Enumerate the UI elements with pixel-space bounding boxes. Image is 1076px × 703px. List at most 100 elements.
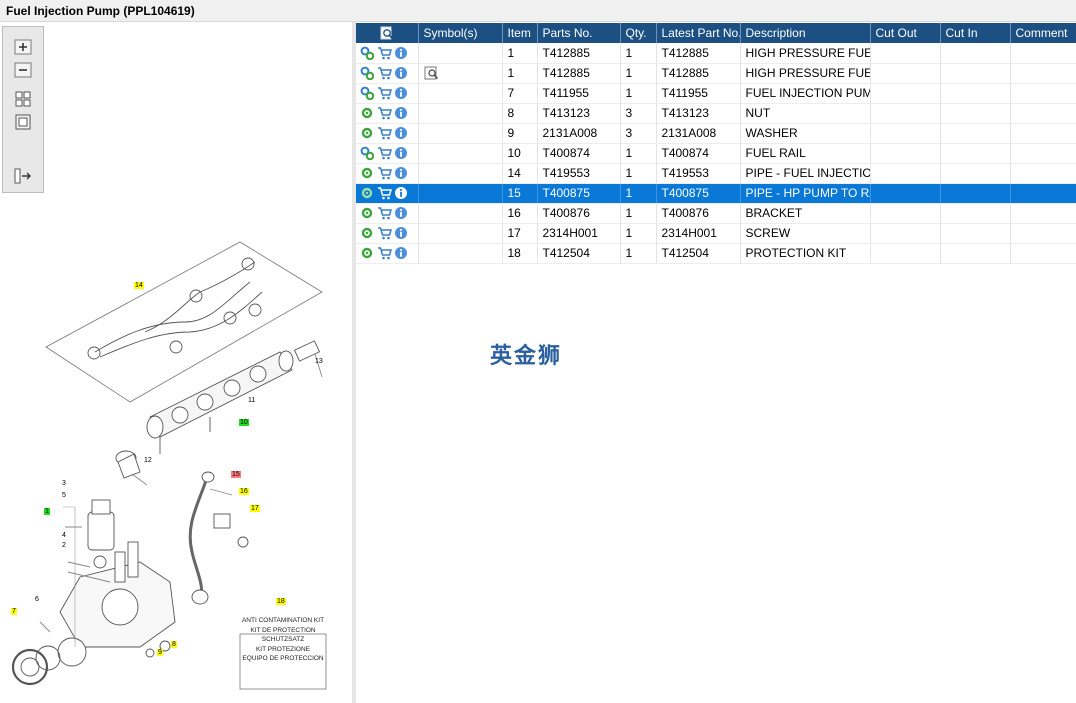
callout-14[interactable]: 14 bbox=[134, 282, 144, 289]
window-title: Fuel Injection Pump (PPL104619) bbox=[6, 4, 195, 18]
cell-description: PIPE - HP PUMP TO RAIL bbox=[740, 183, 871, 204]
column-header-item[interactable]: Item bbox=[502, 23, 538, 43]
callout-11[interactable]: 11 bbox=[248, 397, 256, 404]
cell-cut-out bbox=[870, 103, 941, 124]
callout-16[interactable]: 16 bbox=[239, 488, 249, 495]
cart-icon[interactable] bbox=[377, 226, 392, 240]
cart-icon[interactable] bbox=[377, 146, 392, 160]
info-icon[interactable] bbox=[394, 206, 408, 220]
gear-icon[interactable] bbox=[360, 186, 374, 200]
cell-qty: 1 bbox=[620, 223, 657, 244]
column-header-select[interactable] bbox=[356, 23, 419, 43]
callout-2[interactable]: 2 bbox=[62, 542, 66, 549]
cell-cut-out bbox=[870, 123, 941, 144]
callout-5[interactable]: 5 bbox=[62, 492, 66, 499]
cell-cut-in bbox=[940, 203, 1011, 224]
pane-splitter[interactable] bbox=[352, 22, 356, 703]
callout-18[interactable]: 18 bbox=[276, 598, 286, 605]
column-header-parts-no[interactable]: Parts No. bbox=[537, 23, 621, 43]
toggle-panel-button[interactable] bbox=[13, 167, 33, 185]
fit-page-icon bbox=[15, 91, 31, 107]
callout-10[interactable]: 10 bbox=[239, 419, 249, 426]
gear-icon[interactable] bbox=[360, 226, 374, 240]
column-header-qty[interactable]: Qty. bbox=[620, 23, 657, 43]
info-icon[interactable] bbox=[394, 106, 408, 120]
info-icon[interactable] bbox=[394, 166, 408, 180]
gear-multi-icon[interactable] bbox=[360, 86, 374, 101]
cart-icon[interactable] bbox=[377, 46, 392, 60]
cart-icon[interactable] bbox=[377, 66, 392, 80]
info-icon[interactable] bbox=[394, 246, 408, 260]
diagram-pane[interactable]: 14 13 11 10 12 15 16 17 3 5 1 4 2 7 6 9 … bbox=[0, 22, 352, 703]
cell-item: 1 bbox=[502, 63, 538, 84]
cell-qty: 1 bbox=[620, 203, 657, 224]
diagram-toolbox bbox=[2, 26, 44, 193]
column-header-description[interactable]: Description bbox=[740, 23, 871, 43]
callout-17[interactable]: 17 bbox=[250, 505, 260, 512]
callout-13[interactable]: 13 bbox=[315, 358, 323, 365]
cart-icon[interactable] bbox=[377, 246, 392, 260]
zoom-out-button[interactable] bbox=[13, 61, 33, 79]
gear-icon[interactable] bbox=[360, 166, 374, 180]
gear-multi-icon[interactable] bbox=[360, 146, 374, 161]
callout-15[interactable]: 15 bbox=[231, 471, 241, 478]
callout-8[interactable]: 8 bbox=[171, 641, 177, 648]
info-icon[interactable] bbox=[394, 66, 408, 80]
cell-qty: 1 bbox=[620, 63, 657, 84]
cell-description: FUEL RAIL bbox=[740, 143, 871, 164]
info-icon[interactable] bbox=[394, 86, 408, 100]
actual-size-icon bbox=[15, 114, 31, 130]
gear-multi-icon[interactable] bbox=[360, 66, 374, 81]
cell-item: 15 bbox=[502, 183, 538, 204]
callout-12[interactable]: 12 bbox=[144, 457, 152, 464]
gear-icon[interactable] bbox=[360, 126, 374, 140]
search-document-icon bbox=[380, 26, 393, 40]
callout-1[interactable]: 1 bbox=[44, 508, 50, 515]
cell-comment bbox=[1010, 223, 1076, 244]
callout-4[interactable]: 4 bbox=[62, 532, 66, 539]
info-icon[interactable] bbox=[394, 226, 408, 240]
gear-icon[interactable] bbox=[360, 106, 374, 120]
row-actions bbox=[356, 63, 419, 84]
cart-icon[interactable] bbox=[377, 166, 392, 180]
column-header-symbols[interactable]: Symbol(s) bbox=[418, 23, 503, 43]
cart-icon[interactable] bbox=[377, 86, 392, 100]
zoom-in-button[interactable] bbox=[13, 38, 33, 56]
callout-7[interactable]: 7 bbox=[11, 608, 17, 615]
gear-icon[interactable] bbox=[360, 206, 374, 220]
column-header-latest-part-no[interactable]: Latest Part No. bbox=[656, 23, 741, 43]
info-icon[interactable] bbox=[394, 186, 408, 200]
column-header-cut-out[interactable]: Cut Out bbox=[870, 23, 941, 43]
cart-icon[interactable] bbox=[377, 126, 392, 140]
info-icon[interactable] bbox=[394, 46, 408, 60]
gear-multi-icon[interactable] bbox=[360, 46, 374, 61]
callout-3[interactable]: 3 bbox=[62, 480, 66, 487]
column-header-comment[interactable]: Comment bbox=[1010, 23, 1076, 43]
callout-6[interactable]: 6 bbox=[35, 596, 39, 603]
cell-cut-in bbox=[940, 83, 1011, 104]
cell-symbols bbox=[418, 103, 503, 124]
fit-page-button[interactable] bbox=[13, 90, 33, 108]
gear-icon[interactable] bbox=[360, 246, 374, 260]
search-document-icon[interactable] bbox=[424, 66, 438, 80]
column-header-cut-in[interactable]: Cut In bbox=[940, 23, 1011, 43]
cart-icon[interactable] bbox=[377, 106, 392, 120]
cell-description: PIPE - FUEL INJECTION bbox=[740, 163, 871, 184]
info-icon[interactable] bbox=[394, 146, 408, 160]
callout-9[interactable]: 9 bbox=[157, 649, 163, 656]
actual-size-button[interactable] bbox=[13, 113, 33, 131]
info-icon[interactable] bbox=[394, 126, 408, 140]
cart-icon[interactable] bbox=[377, 206, 392, 220]
cart-icon[interactable] bbox=[377, 186, 392, 200]
